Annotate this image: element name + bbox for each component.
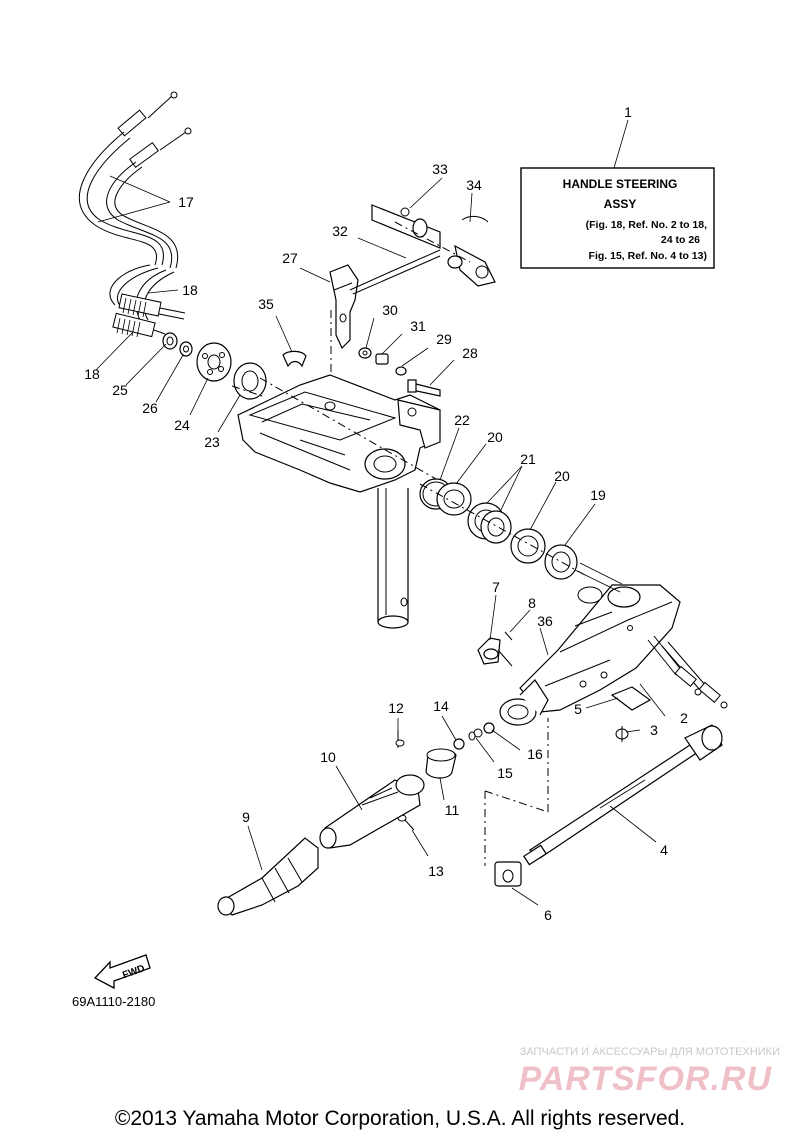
callout-4: 4 bbox=[660, 842, 668, 858]
callout-34: 34 bbox=[466, 177, 482, 193]
steering-bracket bbox=[231, 374, 451, 629]
callout-12: 12 bbox=[388, 700, 404, 716]
callout-25: 25 bbox=[112, 382, 128, 398]
callout-22: 22 bbox=[454, 412, 470, 428]
callout-18-lower: 18 bbox=[84, 366, 100, 382]
callout-10: 10 bbox=[320, 749, 336, 765]
watermark-logo: PARTSFOR.RU bbox=[519, 1060, 773, 1098]
callout-numbers: 1 2 3 4 5 6 7 8 9 10 11 12 13 14 15 16 1… bbox=[84, 104, 688, 923]
callout-16: 16 bbox=[527, 746, 543, 762]
callout-18-upper: 18 bbox=[182, 282, 198, 298]
callout-27: 27 bbox=[282, 250, 298, 266]
callout-14: 14 bbox=[433, 698, 449, 714]
fwd-arrow: FWD bbox=[93, 954, 151, 990]
washer-stack bbox=[419, 478, 586, 580]
callout-8: 8 bbox=[528, 595, 536, 611]
info-box-subtitle: ASSY bbox=[604, 197, 637, 211]
watermark-subtitle: ЗАПЧАСТИ И АКСЕССУАРЫ ДЛЯ МОТОТЕХНИКИ bbox=[520, 1046, 780, 1058]
info-box: HANDLE STEERING ASSY (Fig. 18, Ref. No. … bbox=[520, 167, 715, 269]
callout-36: 36 bbox=[537, 613, 553, 629]
callout-17: 17 bbox=[178, 194, 194, 210]
callout-15: 15 bbox=[497, 765, 513, 781]
cables-assembly bbox=[78, 91, 192, 338]
callout-23: 23 bbox=[204, 434, 220, 450]
cable-bracket-parts bbox=[162, 332, 267, 400]
callout-7: 7 bbox=[492, 579, 500, 595]
callout-13: 13 bbox=[428, 863, 444, 879]
callout-1: 1 bbox=[624, 104, 632, 120]
callout-3: 3 bbox=[650, 722, 658, 738]
steering-handle bbox=[477, 562, 728, 742]
info-box-title: HANDLE STEERING bbox=[563, 177, 678, 191]
throttle-linkage bbox=[282, 204, 496, 397]
throttle-shaft-parts bbox=[217, 718, 723, 916]
callout-24: 24 bbox=[174, 417, 190, 433]
callout-33: 33 bbox=[432, 161, 448, 177]
copyright-notice: ©2013 Yamaha Motor Corporation, U.S.A. A… bbox=[115, 1107, 685, 1130]
info-box-line3: Fig. 15, Ref. No. 4 to 13) bbox=[589, 250, 707, 262]
callout-35: 35 bbox=[258, 296, 274, 312]
watermark: ЗАПЧАСТИ И АКСЕССУАРЫ ДЛЯ МОТОТЕХНИКИ PA… bbox=[519, 1046, 780, 1098]
callout-29: 29 bbox=[436, 331, 452, 347]
info-box-line1: (Fig. 18, Ref. No. 2 to 18, bbox=[586, 219, 707, 231]
callout-5: 5 bbox=[574, 701, 582, 717]
callout-20-upper: 20 bbox=[487, 429, 503, 445]
callout-19: 19 bbox=[590, 487, 606, 503]
leader-lines bbox=[95, 119, 666, 906]
callout-6: 6 bbox=[544, 907, 552, 923]
callout-21: 21 bbox=[520, 451, 536, 467]
callout-26: 26 bbox=[142, 400, 158, 416]
callout-20-lower: 20 bbox=[554, 468, 570, 484]
diagram-code: 69A1110-2180 bbox=[72, 994, 155, 1009]
callout-28: 28 bbox=[462, 345, 478, 361]
callout-31: 31 bbox=[410, 318, 426, 334]
info-box-line2: 24 to 26 bbox=[661, 234, 700, 246]
callout-30: 30 bbox=[382, 302, 398, 318]
callout-2: 2 bbox=[680, 710, 688, 726]
callout-32: 32 bbox=[332, 223, 348, 239]
callout-9: 9 bbox=[242, 809, 250, 825]
callout-11: 11 bbox=[445, 802, 460, 818]
